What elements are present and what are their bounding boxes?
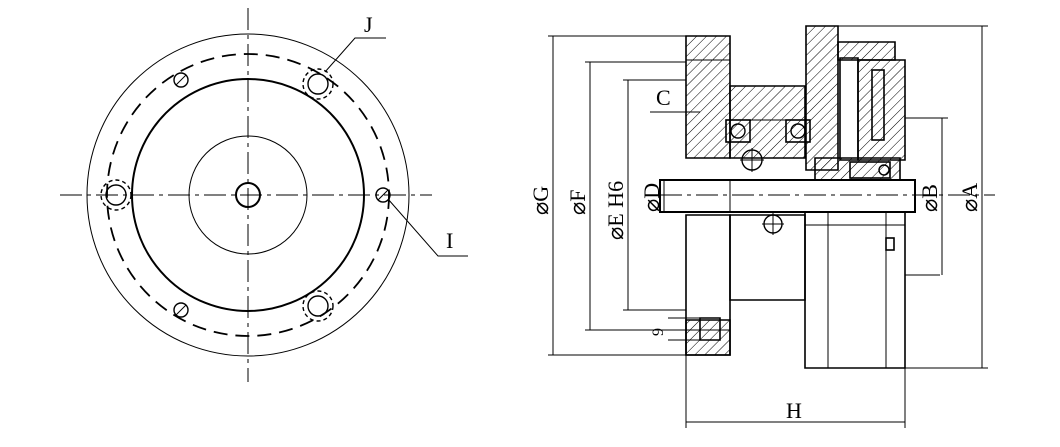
label-e: ⌀E H6 [603, 181, 628, 240]
label-b: ⌀B [917, 184, 942, 212]
housing-lower [804, 211, 906, 369]
shaft [659, 179, 916, 213]
flange-lower-hatch [685, 319, 731, 356]
tapped-hole [173, 302, 189, 318]
label-f: ⌀F [565, 190, 590, 215]
flange-upper [685, 35, 731, 159]
counterbored-hole [100, 179, 132, 211]
armature-plate [805, 25, 839, 171]
friction-disc [839, 57, 859, 161]
label-a: ⌀A [957, 183, 982, 212]
counterbored-hole [302, 68, 334, 100]
label-9: 9 [650, 328, 667, 336]
label-i: I [446, 228, 453, 253]
field-housing [857, 59, 906, 161]
leader-i [387, 198, 468, 257]
label-j: J [364, 12, 373, 37]
label-g: ⌀G [528, 186, 553, 215]
label-h: H [786, 398, 802, 423]
label-d: ⌀D [639, 183, 664, 212]
hub-upper [729, 85, 806, 159]
leader-j [324, 37, 386, 73]
section-view: C ⌀G ⌀F ⌀E H6 ⌀D ⌀B ⌀A H 9 [528, 25, 995, 428]
hub-lower [729, 214, 806, 301]
tapped-hole [375, 187, 391, 203]
front-view: J I [60, 8, 468, 382]
center-hole-symbol [740, 148, 764, 172]
bearing [725, 119, 751, 143]
label-c: C [656, 85, 671, 110]
screw-symbol [762, 213, 784, 235]
counterbored-hole [302, 290, 334, 322]
tapped-hole [173, 72, 189, 88]
